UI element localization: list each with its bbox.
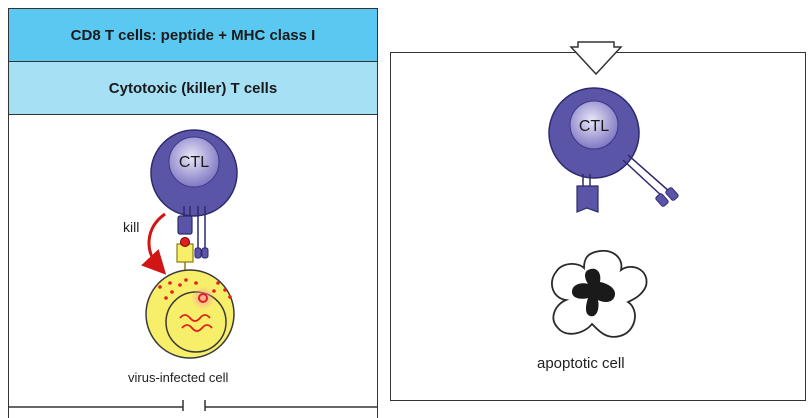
cd8-coreceptor (194, 206, 209, 259)
header-cytotoxic-t-cells: Cytotoxic (killer) T cells (9, 62, 377, 115)
mhc-class-i-peptide (176, 237, 194, 274)
tcr-receptor (177, 206, 193, 235)
ctl-label-right: CTL (579, 118, 609, 135)
down-arrow-icon (569, 41, 623, 76)
left-panel: CD8 T cells: peptide + MHC class I Cytot… (8, 8, 378, 418)
ctl-cell-right (548, 87, 640, 179)
kill-label: kill (123, 219, 140, 235)
viral-rna (179, 314, 213, 332)
virus-infected-cell (145, 269, 235, 359)
ctl-cell-left (150, 129, 238, 217)
virus-infected-cell-label: virus-infected cell (128, 370, 229, 385)
ctl-label-left: CTL (179, 154, 209, 171)
viral-particles (158, 278, 232, 300)
apoptotic-cell (551, 249, 648, 338)
cd8-coreceptor-right (622, 154, 679, 207)
kill-arrow (141, 212, 167, 275)
apoptotic-cell-label: apoptotic cell (537, 355, 625, 372)
header-cd8-t-cells: CD8 T cells: peptide + MHC class I (9, 9, 377, 62)
tcr-receptor-right (576, 174, 599, 213)
